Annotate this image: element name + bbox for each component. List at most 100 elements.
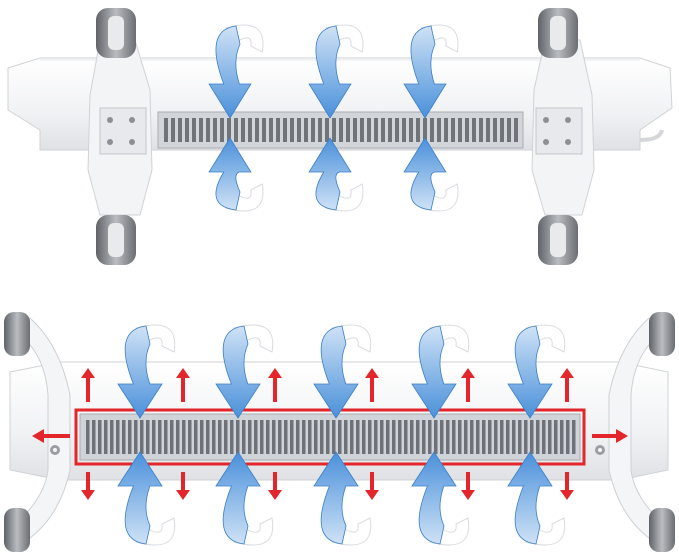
grille-slot [188,420,192,454]
double-headed-heat-arrow-icon [365,472,379,500]
grille-slot [213,118,217,142]
grille-slot [518,420,522,454]
double-headed-heat-arrow-icon [592,429,628,443]
grille-slot [297,118,301,142]
grille-slot [339,118,343,142]
grille-slot [248,118,252,142]
caster-wheel-icon [649,312,675,552]
grille-slot [134,420,138,454]
grille-slot [434,420,438,454]
grille-slot [320,420,324,454]
grille-slot [254,420,258,454]
curved-airflow-arrow-icon [208,24,264,119]
curved-airflow-arrow-icon [411,324,470,419]
grille-slot [388,118,392,142]
double-headed-heat-arrow-icon [461,472,475,500]
grille-slot [452,420,456,454]
grille-slot [472,118,476,142]
grille-slot [206,420,210,454]
grille-slot [514,118,518,142]
double-headed-heat-arrow-icon [268,472,282,500]
curved-airflow-arrow-icon [215,324,274,419]
grille-slot [374,118,378,142]
grille-slot [98,420,102,454]
caster-wheel-icon [4,312,30,552]
grille-slot [476,420,480,454]
grille-slot [368,420,372,454]
grille-slot [304,118,308,142]
grille-slot [164,118,168,142]
curved-airflow-arrow-icon [215,451,274,546]
grille-slot [241,118,245,142]
grille-slot [542,420,546,454]
grille-slot [182,420,186,454]
grille-slot [451,118,455,142]
bottom-right-leg [595,317,660,539]
grille-slot [536,420,540,454]
caster-wheel-icon [96,8,136,58]
grille-slot [430,118,434,142]
caster-wheel-icon [96,215,136,265]
grille-slot [428,420,432,454]
grille-slot [146,420,150,454]
curved-airflow-arrow-icon [507,324,566,419]
grille-slot [444,118,448,142]
grille-slot [269,118,273,142]
grille-slot [507,118,511,142]
bottom-heater-grille-slots [86,420,576,454]
grille-slot [290,118,294,142]
grille-slot [392,420,396,454]
double-headed-heat-arrow-icon [365,368,379,402]
grille-slot [140,420,144,454]
grille-slot [283,118,287,142]
grille-slot [346,118,350,142]
grille-slot [458,420,462,454]
grille-slot [530,420,534,454]
double-headed-heat-arrow-icon [176,472,190,500]
grille-slot [218,420,222,454]
bottom-airflow-arrows [117,324,566,546]
grille-slot [116,420,120,454]
top-airflow-arrows [208,24,459,212]
curved-airflow-arrow-icon [308,137,364,212]
grille-slot [416,420,420,454]
grille-slot [255,118,259,142]
grille-slot [152,420,156,454]
grille-slot [104,420,108,454]
grille-slot [482,420,486,454]
double-headed-heat-arrow-icon [560,368,574,402]
double-headed-heat-arrow-icon [560,472,574,500]
grille-slot [566,420,570,454]
grille-slot [170,420,174,454]
grille-slot [276,118,280,142]
curved-airflow-arrow-icon [403,24,459,119]
curved-airflow-arrow-icon [313,324,372,419]
grille-slot [560,420,564,454]
top-left-foot [87,39,153,216]
curved-airflow-arrow-icon [411,451,470,546]
grille-slot [338,420,342,454]
grille-slot [386,420,390,454]
bottom-left-leg [19,317,71,539]
grille-slot [230,420,234,454]
double-headed-heat-arrow-icon [81,368,95,402]
top-heater [7,8,673,265]
grille-slot [572,420,576,454]
double-headed-heat-arrow-icon [32,429,70,443]
grille-slot [242,420,246,454]
grille-slot [465,118,469,142]
grille-slot [278,420,282,454]
grille-slot [248,420,252,454]
curved-airflow-arrow-icon [208,137,264,212]
grille-slot [500,118,504,142]
grille-slot [200,420,204,454]
grille-slot [176,420,180,454]
grille-slot [506,420,510,454]
grille-slot [493,118,497,142]
grille-slot [423,118,427,142]
grille-slot [548,420,552,454]
grille-slot [234,118,238,142]
grille-slot [398,420,402,454]
